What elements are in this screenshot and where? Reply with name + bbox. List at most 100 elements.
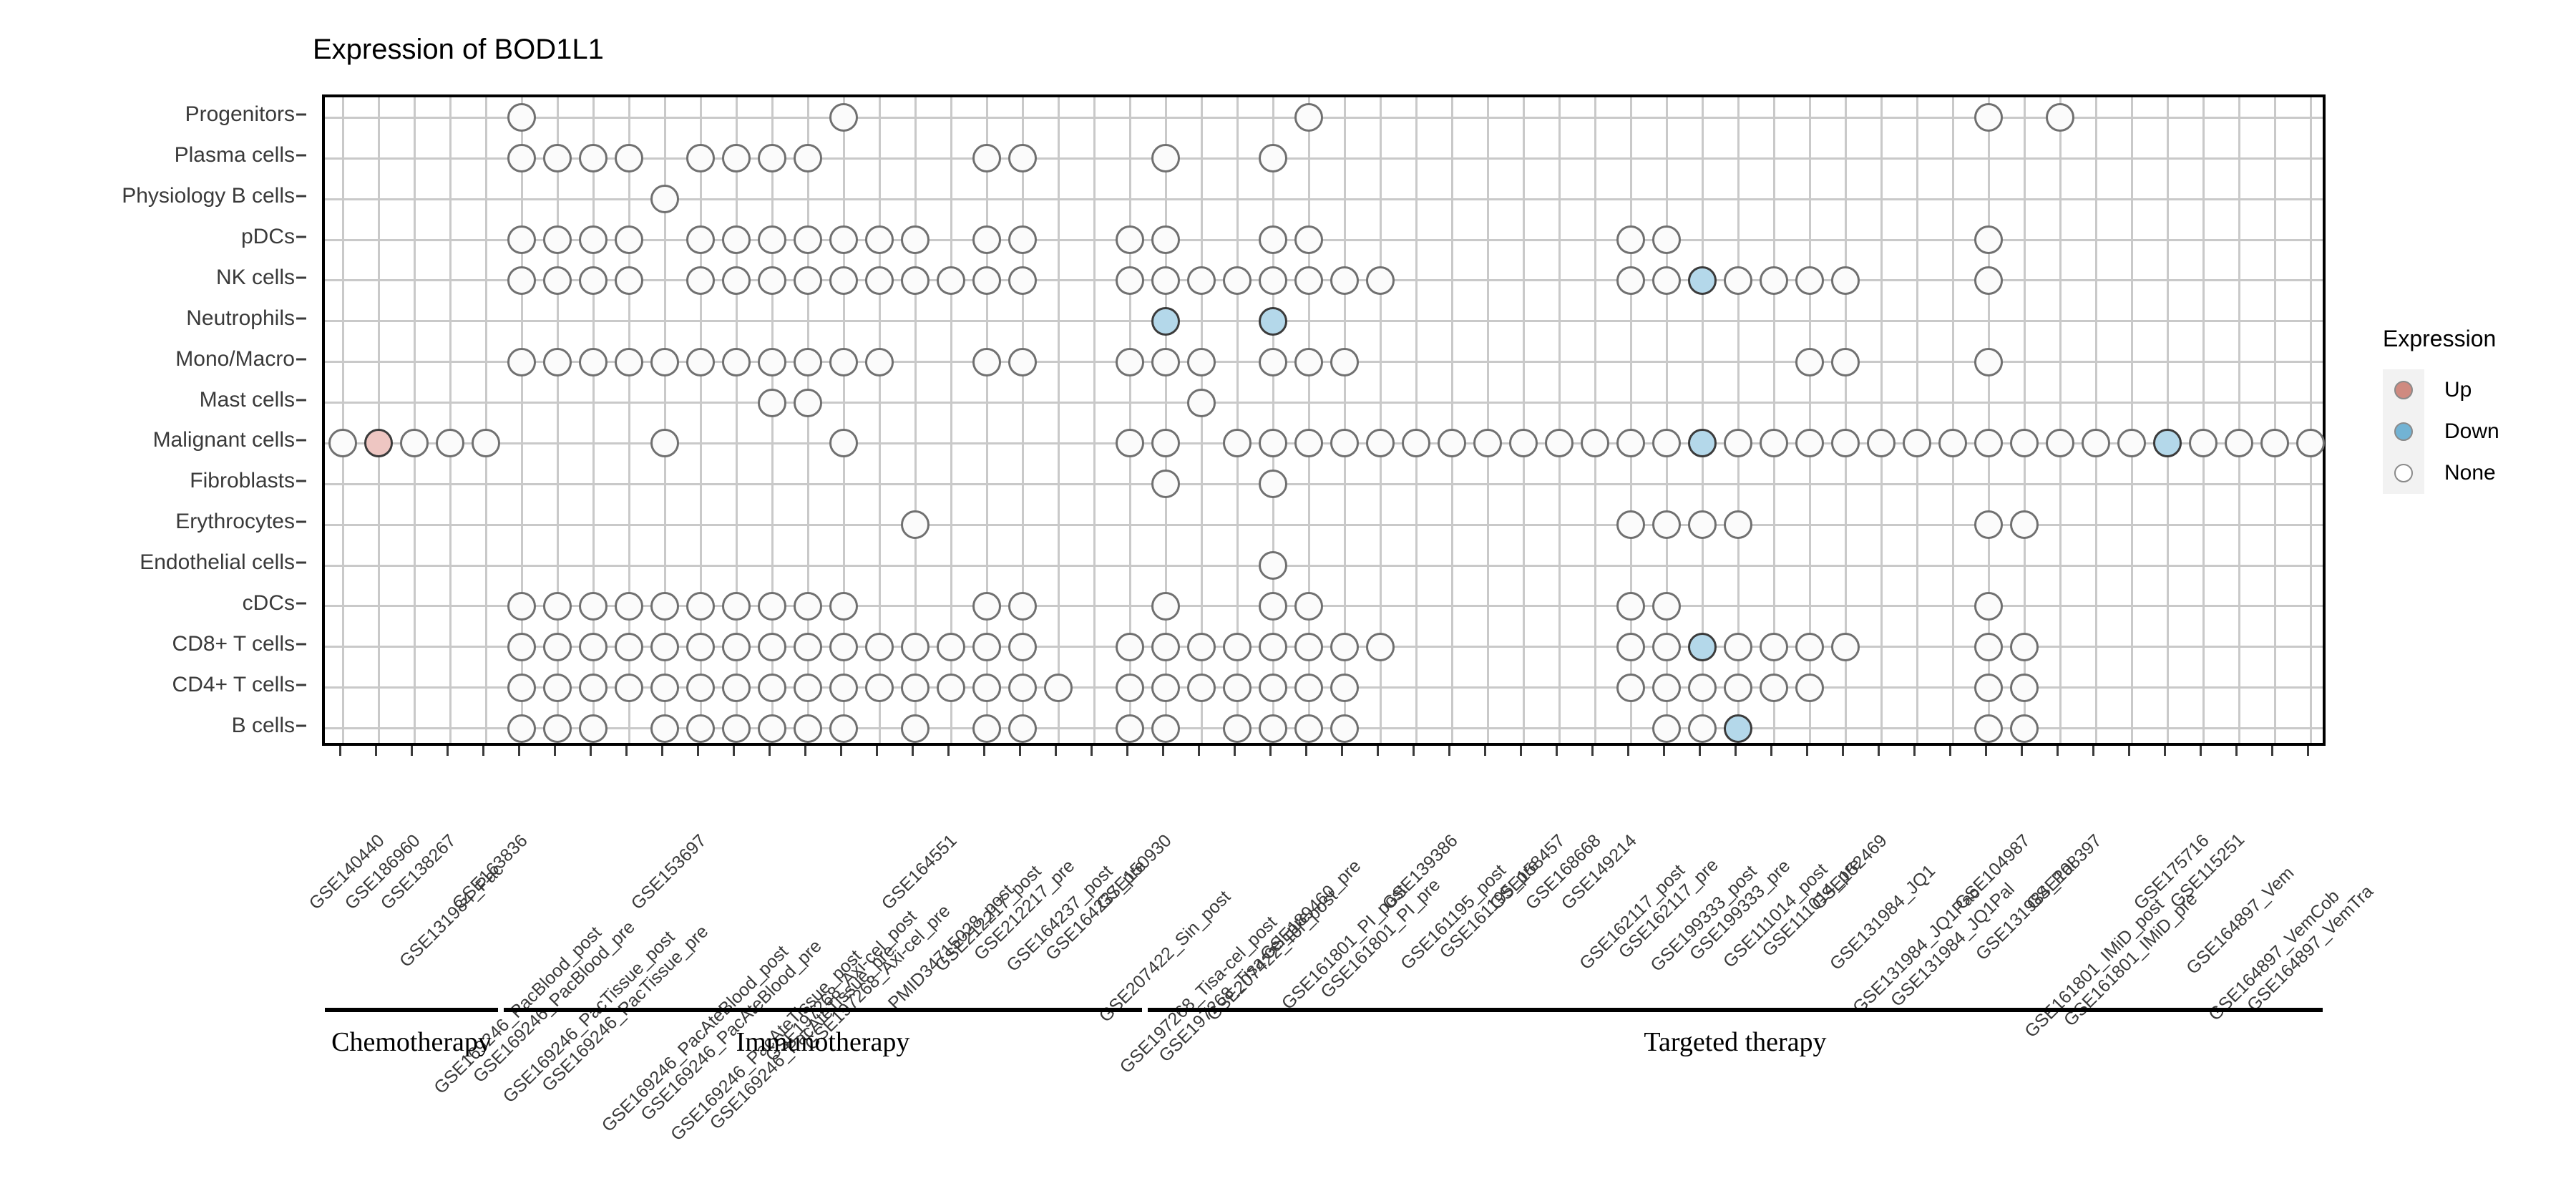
dot-marker[interactable] xyxy=(1151,673,1180,702)
dot-marker[interactable] xyxy=(1581,429,1609,458)
dot-marker[interactable] xyxy=(1044,673,1073,702)
dot-marker[interactable] xyxy=(1974,266,2003,295)
dot-marker[interactable] xyxy=(1724,673,1752,702)
dot-marker[interactable] xyxy=(972,225,1001,255)
dot-marker[interactable] xyxy=(1688,510,1717,540)
dot-marker[interactable] xyxy=(543,347,572,376)
dot-marker[interactable] xyxy=(972,673,1001,702)
dot-marker[interactable] xyxy=(1151,266,1180,295)
dot-marker[interactable] xyxy=(972,347,1001,376)
dot-marker[interactable] xyxy=(686,714,715,743)
dot-marker[interactable] xyxy=(1760,673,1788,702)
dot-marker[interactable] xyxy=(1616,673,1645,702)
dot-marker[interactable] xyxy=(543,144,572,173)
dot-marker[interactable] xyxy=(901,225,930,255)
dot-marker[interactable] xyxy=(507,103,536,132)
dot-marker[interactable] xyxy=(722,347,751,376)
dot-marker[interactable] xyxy=(579,225,608,255)
dot-marker[interactable] xyxy=(1795,632,1824,661)
dot-marker[interactable] xyxy=(794,347,822,376)
dot-marker[interactable] xyxy=(328,429,357,458)
dot-marker[interactable] xyxy=(901,632,930,661)
dot-marker[interactable] xyxy=(436,429,464,458)
dot-marker[interactable] xyxy=(1223,429,1252,458)
dot-marker[interactable] xyxy=(1760,632,1788,661)
dot-marker[interactable] xyxy=(1259,225,1287,255)
dot-marker[interactable] xyxy=(901,673,930,702)
dot-marker[interactable] xyxy=(758,144,786,173)
dot-marker[interactable] xyxy=(1652,591,1681,621)
dot-marker[interactable] xyxy=(686,266,715,295)
dot-marker[interactable] xyxy=(1795,266,1824,295)
dot-marker[interactable] xyxy=(1545,429,1574,458)
dot-marker[interactable] xyxy=(865,632,894,661)
dot-marker[interactable] xyxy=(1724,510,1752,540)
dot-marker[interactable] xyxy=(1831,266,1860,295)
dot-marker[interactable] xyxy=(579,144,608,173)
dot-marker[interactable] xyxy=(364,429,393,458)
dot-marker[interactable] xyxy=(1724,714,1752,743)
dot-marker[interactable] xyxy=(615,632,643,661)
dot-marker[interactable] xyxy=(794,266,822,295)
dot-marker[interactable] xyxy=(1974,103,2003,132)
dot-marker[interactable] xyxy=(1187,266,1216,295)
dot-marker[interactable] xyxy=(1151,429,1180,458)
dot-marker[interactable] xyxy=(1294,591,1323,621)
dot-marker[interactable] xyxy=(972,632,1001,661)
dot-marker[interactable] xyxy=(1116,225,1144,255)
dot-marker[interactable] xyxy=(794,632,822,661)
dot-marker[interactable] xyxy=(1688,714,1717,743)
dot-marker[interactable] xyxy=(1724,632,1752,661)
dot-marker[interactable] xyxy=(758,714,786,743)
dot-marker[interactable] xyxy=(579,591,608,621)
dot-marker[interactable] xyxy=(2189,429,2218,458)
dot-marker[interactable] xyxy=(543,673,572,702)
dot-marker[interactable] xyxy=(2010,673,2039,702)
dot-marker[interactable] xyxy=(794,144,822,173)
dot-marker[interactable] xyxy=(1616,632,1645,661)
dot-marker[interactable] xyxy=(722,632,751,661)
dot-marker[interactable] xyxy=(650,591,679,621)
dot-marker[interactable] xyxy=(1366,632,1395,661)
dot-marker[interactable] xyxy=(1151,347,1180,376)
dot-marker[interactable] xyxy=(1223,714,1252,743)
dot-marker[interactable] xyxy=(2046,429,2074,458)
dot-marker[interactable] xyxy=(1795,347,1824,376)
dot-marker[interactable] xyxy=(1259,306,1287,336)
dot-marker[interactable] xyxy=(1330,347,1359,376)
dot-marker[interactable] xyxy=(2046,103,2074,132)
dot-marker[interactable] xyxy=(615,673,643,702)
dot-marker[interactable] xyxy=(2153,429,2182,458)
dot-marker[interactable] xyxy=(937,266,965,295)
dot-marker[interactable] xyxy=(579,632,608,661)
dot-marker[interactable] xyxy=(579,347,608,376)
dot-marker[interactable] xyxy=(829,714,858,743)
dot-marker[interactable] xyxy=(1259,470,1287,499)
dot-marker[interactable] xyxy=(1652,429,1681,458)
dot-marker[interactable] xyxy=(1330,632,1359,661)
dot-marker[interactable] xyxy=(615,347,643,376)
dot-marker[interactable] xyxy=(901,266,930,295)
dot-marker[interactable] xyxy=(865,225,894,255)
dot-marker[interactable] xyxy=(865,673,894,702)
dot-marker[interactable] xyxy=(1330,429,1359,458)
dot-marker[interactable] xyxy=(1294,103,1323,132)
dot-marker[interactable] xyxy=(615,144,643,173)
dot-marker[interactable] xyxy=(1223,632,1252,661)
dot-marker[interactable] xyxy=(1688,429,1717,458)
dot-marker[interactable] xyxy=(2010,429,2039,458)
dot-marker[interactable] xyxy=(686,673,715,702)
dot-marker[interactable] xyxy=(865,266,894,295)
dot-marker[interactable] xyxy=(1330,673,1359,702)
dot-marker[interactable] xyxy=(794,225,822,255)
dot-marker[interactable] xyxy=(1294,266,1323,295)
dot-marker[interactable] xyxy=(794,673,822,702)
dot-marker[interactable] xyxy=(1438,429,1466,458)
dot-marker[interactable] xyxy=(1116,632,1144,661)
dot-marker[interactable] xyxy=(1724,266,1752,295)
dot-marker[interactable] xyxy=(650,673,679,702)
dot-marker[interactable] xyxy=(1294,632,1323,661)
dot-marker[interactable] xyxy=(1616,429,1645,458)
dot-marker[interactable] xyxy=(758,225,786,255)
dot-marker[interactable] xyxy=(794,714,822,743)
